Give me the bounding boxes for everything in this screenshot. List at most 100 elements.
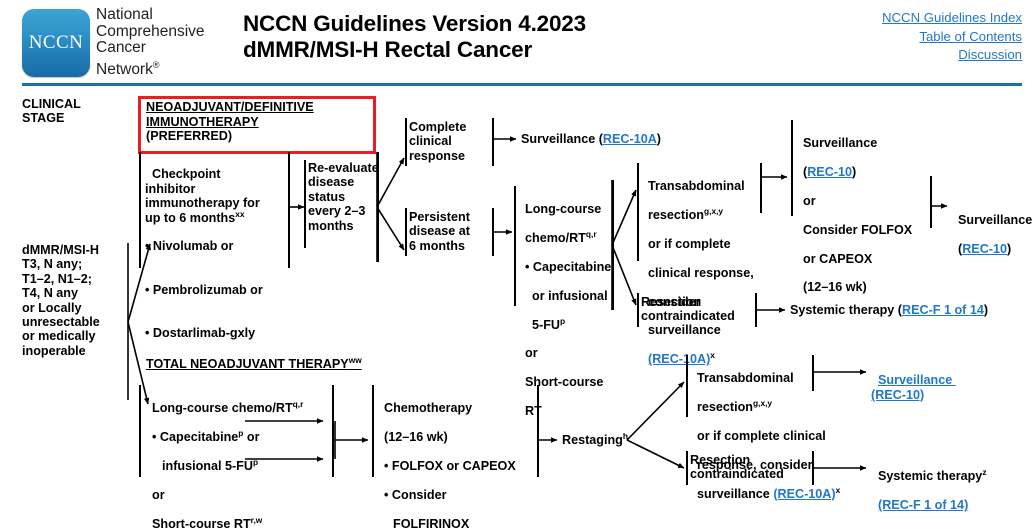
brand-line-1: National [96,6,153,23]
longcourse-line1: Long-course [525,202,602,217]
checkpoint-immunotherapy-text: Checkpoint inhibitor immunotherapy for u… [145,167,260,225]
postop-right-bar [930,176,932,228]
tnt-systemic-footnote-z: z [982,467,987,478]
tnt-transabdominal-line3: or if complete clinical [697,429,826,444]
tnt-shortcourse-footnote-rw: r,w [250,514,263,525]
link-guidelines-index[interactable]: NCCN Guidelines Index [882,10,1022,25]
longcourse-line2: chemo/RT [525,231,586,246]
tnt-systemic-therapy-node: Systemic therapyz (REC-F 1 of 14) [871,455,1021,513]
longcourse-or: or [525,346,538,361]
transabdominal-right-bar [760,163,762,213]
reevaluate-right-bar [377,152,379,262]
tnt-transabdominal-footnote-x: x [835,484,841,495]
tnt-systemic-label: Systemic therapy [878,469,983,484]
tnt-resection-contra-left-bar [686,451,688,485]
systemic-therapy-label: Systemic therapy ( [790,303,902,317]
tnt-chemotherapy-line2: (12–16 wk) [384,430,448,445]
postop-duration: (12–16 wk) [803,280,867,295]
surveillance-rec10a-node: Surveillance (REC-10A) [521,132,731,146]
link-rec-10-postop[interactable]: REC-10 [807,165,852,180]
reevaluate-left-bar [304,160,306,248]
final-surveillance-paren-close: ) [1007,242,1012,257]
longcourse-footnote-p: p [560,315,566,326]
tnt-transabdominal-line2: resection [697,400,753,415]
pathway-tnt-footnote-ww: ww [348,354,362,365]
systemic-therapy-node: Systemic therapy (REC-F 1 of 14) [790,303,1035,317]
checkpoint-bullet-dostarlimab: • Dostarlimab-gxly [145,325,256,340]
link-rec-10-final[interactable]: REC-10 [962,242,1007,257]
tnt-chemo-bullet-infusional: infusional 5-FU [162,459,253,474]
brand-line-2: Comprehensive [96,22,205,40]
transabdominal-line6: surveillance [648,323,721,338]
checkpoint-footnote-xx: xx [235,208,245,219]
tnt-transabdominal-line4: response, consider [697,457,813,472]
persistent-disease-right-bar [492,208,494,256]
link-rec-10a-transabdominal[interactable]: (REC-10A) [648,352,711,367]
surveillance-paren-close: ) [656,132,661,146]
longcourse-chemort-node: Long-course chemo/RTq,r • Capecitabine o… [518,188,616,419]
nccn-logo-text: NCCN [28,32,84,53]
tnt-chemotherapy-line3: • FOLFOX or CAPEOX [384,459,516,474]
tnt-transabdominal-left-bar [686,355,688,417]
persistent-disease-node: Persistent disease at 6 months [409,210,470,253]
tnt-restaging-label: Restaging [562,433,623,447]
tnt-chemort-node: Long-course chemo/RTq,r • Capecitabinep … [145,387,345,531]
transabdominal-line1: Transabdominal [648,179,745,194]
header-divider [22,83,1022,86]
tnt-restaging-node: Restagingh [562,432,632,447]
tnt-chemo-bullet-or: or [243,430,260,445]
link-surveillance-rec-10-tnt[interactable]: Surveillance (REC-10) [871,373,956,401]
postop-surveillance-label: Surveillance [803,136,878,151]
tnt-chemort-left-bar [139,385,141,477]
tnt-shortcourse: Short-course RT [152,516,251,531]
page-title-line-2: dMMR/MSI-H Rectal Cancer [243,37,532,62]
page-title: NCCN Guidelines Version 4.2023 dMMR/MSI-… [243,11,586,63]
nccn-brand-name: National Comprehensive Cancer Network® [96,6,236,79]
final-surveillance-paren-open: ( [958,242,963,257]
transabdominal-line5: consider [648,294,701,309]
transabdominal-footnote-gxy: g,x,y [704,206,724,217]
postop-folfox: Consider FOLFOX [803,222,913,237]
transabdominal-footnote-x: x [710,350,715,361]
checkpoint-block-left-bar [139,152,141,268]
surveillance-label: Surveillance ( [521,132,603,146]
persistent-disease-left-bar [405,208,407,256]
postop-or: or [803,194,816,209]
tnt-transabdominal-right-bar [812,355,814,391]
longcourse-bullet-infusional: or infusional [532,288,608,303]
tnt-chemotherapy-line4: • Consider [384,487,447,502]
tnt-chemotherapy-right-bar [537,385,539,477]
header-links: NCCN Guidelines Index Table of Contents … [882,9,1022,65]
tnt-chemo-or: or [152,487,165,502]
postop-options-node: Surveillance (REC-10) or Consider FOLFOX… [796,122,936,295]
brand-line-4-text: Network [96,60,153,78]
tnt-chemo-bullet-capecitabine: • Capecitabine [152,430,239,445]
systemic-paren-close: ) [983,303,989,317]
reevaluate-disease-node: Re-evaluate disease status every 2–3 mon… [308,161,379,233]
longcourse-left-bar [514,186,516,306]
link-discussion[interactable]: Discussion [958,47,1022,62]
link-rec-10a[interactable]: REC-10A [602,132,657,146]
tnt-chemo-footnote-p2: p [252,456,259,467]
checkpoint-immunotherapy-node: Checkpoint inhibitor immunotherapy for u… [145,153,290,355]
link-rec-f-1-of-14[interactable]: REC-F 1 of 14 [902,303,984,317]
complete-response-left-bar [405,118,407,166]
pathway-immunotherapy-heading: NEOADJUVANT/DEFINITIVE IMMUNOTHERAPY (PR… [146,100,370,144]
longcourse-right-bar [612,180,614,310]
tnt-chemotherapy-node: Chemotherapy (12–16 wk) • FOLFOX or CAPE… [377,387,539,531]
postop-paren-open: ( [803,165,808,180]
link-table-of-contents[interactable]: Table of Contents [919,28,1022,44]
pathway-tnt-heading-text: TOTAL NEOADJUVANT THERAPY [146,357,349,371]
final-surveillance-label: Surveillance [958,213,1033,228]
link-rec-f-1-of-14-tnt[interactable]: (REC-F 1 of 14) [878,498,969,513]
transabdominal-line4: clinical response, [648,265,754,280]
tnt-chemotherapy-line5: FOLFIRINOX [393,516,470,531]
final-surveillance-node: Surveillance (REC-10) [951,199,1035,257]
clinical-stage-node: dMMR/MSI-H T3, N any; T1–2, N1–2; T4, N … [22,243,100,358]
postop-capeox: or CAPEOX [803,251,873,266]
registered-mark-icon: ® [152,59,160,70]
page-title-line-1: NCCN Guidelines Version 4.2023 [243,11,586,36]
checkpoint-bullet-pembrolizumab: • Pembrolizumab or [145,282,263,297]
checkpoint-bullet-nivolumab: • Nivolumab or [145,239,234,254]
tnt-resection-contra-right-bar [812,451,814,485]
